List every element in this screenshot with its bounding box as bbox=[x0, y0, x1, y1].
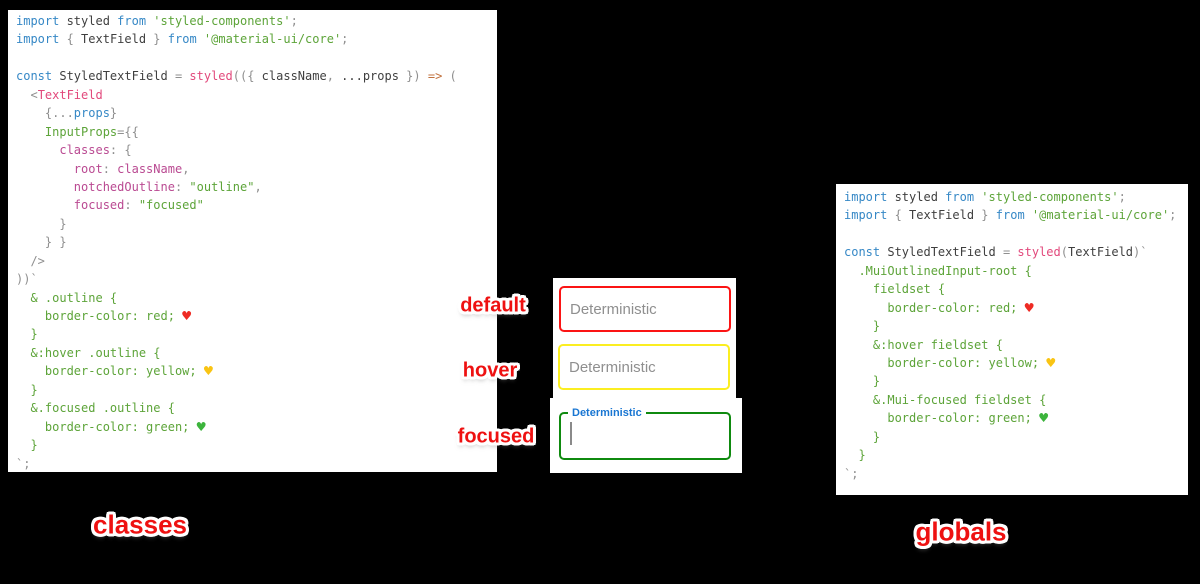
code-line: `; bbox=[16, 456, 31, 471]
caption-classes: classes bbox=[93, 509, 187, 540]
globals-code-panel: import styled from 'styled-components'; i… bbox=[836, 184, 1188, 495]
classes-code-panel: import styled from 'styled-components'; i… bbox=[8, 10, 497, 472]
code-line: } bbox=[844, 319, 881, 334]
code-line: focused: "focused" bbox=[16, 198, 204, 213]
state-label-focused: focused bbox=[457, 425, 535, 448]
code-line: border-color: red; ♥ bbox=[16, 307, 192, 325]
textfield-focused-label: Deterministic bbox=[568, 406, 646, 420]
code-line: <TextField bbox=[16, 87, 103, 102]
heart-green-icon: ♥ bbox=[1039, 409, 1049, 428]
code-line: .MuiOutlinedInput-root { bbox=[844, 263, 1032, 278]
code-line: } bbox=[16, 216, 67, 231]
heart-yellow-icon: ♥ bbox=[1046, 353, 1056, 372]
code-line: &:hover .outline { bbox=[16, 345, 161, 360]
caption-globals: globals bbox=[915, 516, 1007, 547]
code-line: fieldset { bbox=[844, 282, 946, 297]
code-line: &.focused .outline { bbox=[16, 401, 175, 416]
code-line: border-color: yellow; ♥ bbox=[844, 353, 1056, 372]
code-line: InputProps={{ bbox=[16, 124, 139, 139]
code-line: `; bbox=[844, 466, 859, 481]
code-line: const StyledTextField = styled(TextField… bbox=[844, 245, 1148, 260]
code-line: ))` bbox=[16, 272, 38, 287]
code-line: border-color: yellow; ♥ bbox=[16, 362, 213, 381]
state-label-hover: hover bbox=[462, 359, 518, 382]
code-line: import styled from 'styled-components'; bbox=[16, 14, 298, 28]
state-label-default: default bbox=[460, 294, 526, 317]
textfield-default-input[interactable] bbox=[561, 288, 729, 330]
code-line: } bbox=[16, 327, 38, 342]
code-line: import { TextField } from '@material-ui/… bbox=[844, 208, 1177, 223]
code-line: } } bbox=[16, 235, 67, 250]
code-line: classes: { bbox=[16, 143, 132, 158]
code-line: {...props} bbox=[16, 106, 118, 121]
code-line: const StyledTextField = styled(({ classN… bbox=[16, 69, 457, 84]
code-line: /> bbox=[16, 253, 45, 268]
code-line: border-color: red; ♥ bbox=[844, 298, 1034, 317]
code-line: import { TextField } from '@material-ui/… bbox=[16, 32, 349, 47]
code-line: import styled from 'styled-components'; bbox=[844, 190, 1126, 204]
code-line: } bbox=[844, 374, 881, 389]
code-line bbox=[844, 225, 1188, 243]
code-line: border-color: green; ♥ bbox=[16, 417, 206, 436]
code-line: border-color: green; ♥ bbox=[844, 409, 1049, 428]
heart-green-icon: ♥ bbox=[196, 417, 206, 436]
code-line: &.Mui-focused fieldset { bbox=[844, 392, 1047, 407]
code-line: } bbox=[16, 382, 38, 397]
textfield-default bbox=[559, 286, 731, 332]
code-line: notchedOutline: "outline", bbox=[16, 179, 262, 194]
text-cursor bbox=[570, 422, 572, 445]
textfield-hover bbox=[558, 344, 730, 390]
code-line bbox=[16, 49, 497, 67]
code-line: & .outline { bbox=[16, 290, 118, 305]
code-line: &:hover fieldset { bbox=[844, 337, 1003, 352]
heart-yellow-icon: ♥ bbox=[203, 362, 213, 381]
heart-red-icon: ♥ bbox=[182, 307, 192, 325]
heart-red-icon: ♥ bbox=[1024, 298, 1034, 317]
code-line: root: className, bbox=[16, 161, 190, 176]
code-line: } bbox=[844, 429, 881, 444]
code-line: } bbox=[16, 438, 38, 453]
textfield-hover-input[interactable] bbox=[560, 346, 728, 388]
textfield-focused[interactable]: Deterministic bbox=[559, 406, 731, 460]
code-line: } bbox=[844, 448, 866, 463]
